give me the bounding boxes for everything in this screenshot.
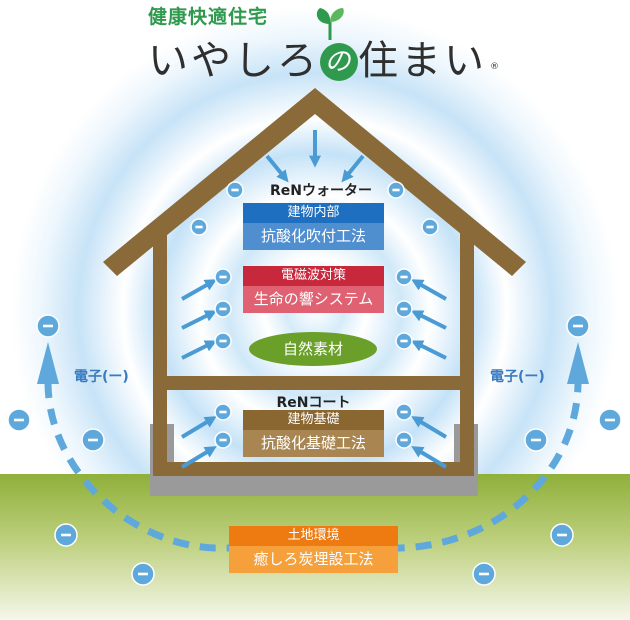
logo-no-circle: の [320, 43, 358, 81]
electron-symbol [421, 218, 439, 236]
electron-symbol [214, 332, 232, 350]
flow-arrow [341, 154, 365, 183]
electron-symbol [387, 181, 405, 199]
flow-arrow [265, 154, 289, 183]
antioxidant-foundation-label: 抗酸化基礎工法 [243, 430, 384, 457]
electron-symbol [395, 403, 413, 421]
electrons-layer [7, 181, 622, 586]
electron-symbol [550, 523, 574, 547]
flow-arrow [411, 279, 447, 301]
logo-main-pre: いやしろ [148, 38, 320, 84]
flow-arrow [410, 310, 447, 330]
electron-symbol [524, 428, 548, 452]
electron-symbol [214, 403, 232, 421]
arrows-layer [180, 130, 448, 469]
logo-main: いやしろの住まい [148, 28, 487, 86]
building-interior-label: 建物内部 [243, 203, 384, 223]
electron-orbit-dashed [44, 381, 582, 552]
electron-symbol [598, 408, 622, 432]
electron-symbol [214, 431, 232, 449]
electron-symbol [81, 428, 105, 452]
electron-symbol [214, 300, 232, 318]
orbit-arrow-left [37, 342, 59, 384]
flow-arrow [181, 340, 218, 360]
registered-mark: ® [490, 62, 499, 72]
electron-symbol [226, 181, 244, 199]
flow-arrow [411, 446, 448, 469]
electron-symbol [190, 218, 208, 236]
logo-main-post: 住まい [358, 38, 487, 84]
rencoat-heading: ReNコート [276, 395, 351, 411]
electron-symbol [395, 268, 413, 286]
sprout-icon [316, 8, 344, 40]
orbit-arrow-right [567, 342, 589, 384]
logo-title: 健康快適住宅 [148, 6, 269, 28]
electron-symbol [54, 523, 78, 547]
antioxidant-spray-label: 抗酸化吹付工法 [243, 223, 384, 250]
flow-arrow [411, 416, 448, 439]
flow-arrow [180, 416, 217, 439]
building-foundation-label: 建物基礎 [243, 410, 384, 430]
life-resonance-system-label: 生命の響システム [243, 286, 384, 313]
natural-material-oval: 自然素材 [249, 332, 377, 366]
electron-symbol [395, 300, 413, 318]
electron-symbol [36, 314, 60, 338]
electron-symbol [395, 332, 413, 350]
charcoal-burial-label: 癒しろ炭埋設工法 [229, 546, 398, 573]
electron-symbol [472, 562, 496, 586]
electron-label-left: 電子(ー) [74, 369, 129, 385]
electron-symbol [566, 314, 590, 338]
flow-arrow [410, 340, 447, 360]
flow-arrow [181, 279, 217, 301]
electron-symbol [395, 431, 413, 449]
flow-arrow [181, 310, 218, 330]
electron-symbol [214, 268, 232, 286]
electron-label-right: 電子(ー) [490, 369, 545, 385]
renwater-heading: ReNウォーター [270, 183, 372, 199]
house-frame [103, 88, 526, 476]
flow-arrow [180, 446, 217, 469]
electron-symbol [131, 562, 155, 586]
land-environment-label: 土地環境 [229, 526, 398, 546]
emf-countermeasure-label: 電磁波対策 [243, 266, 384, 286]
electron-symbol [7, 408, 31, 432]
